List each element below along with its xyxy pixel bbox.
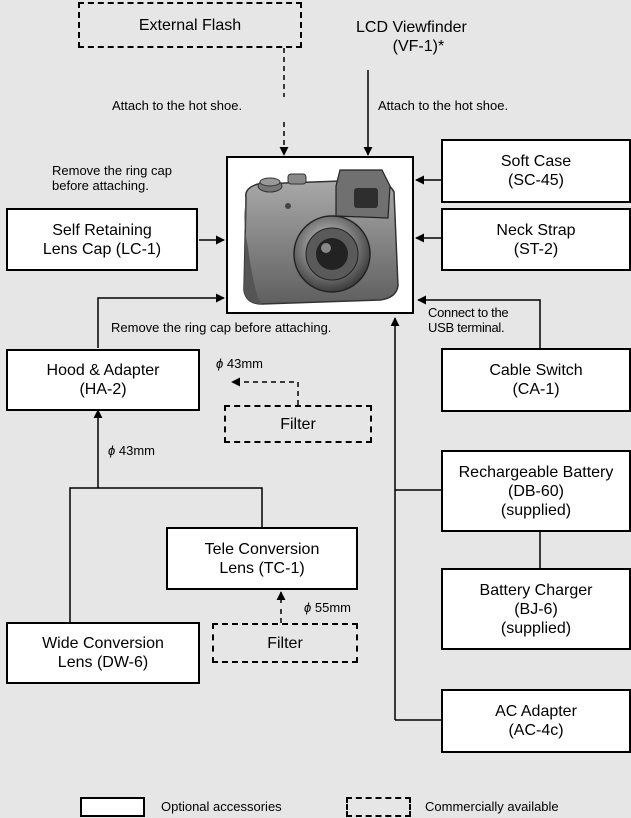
soft-case-box: Soft Case (SC-45): [441, 139, 631, 203]
cable-switch-box: Cable Switch (CA-1): [441, 348, 631, 412]
self-retaining-lens-cap-box: Self Retaining Lens Cap (LC-1): [6, 208, 198, 271]
external-flash-label: External Flash: [139, 16, 241, 35]
ac-adapter-box: AC Adapter (AC-4c): [441, 689, 631, 753]
diameter-note-filter: ϕ 43mm: [216, 356, 263, 371]
filter-box-2: Filter: [212, 623, 358, 663]
filter-box: Filter: [224, 405, 372, 443]
usb-terminal-note: Connect to the USB terminal.: [428, 305, 508, 335]
tele-conversion-box: Tele Conversion Lens (TC-1): [166, 527, 358, 590]
diameter-note-hood: ϕ 43mm: [108, 443, 155, 458]
ring-cap-note-top: Remove the ring cap before attaching.: [52, 163, 172, 193]
rechargeable-battery-box: Rechargeable Battery (DB-60) (supplied): [441, 450, 631, 532]
camera-frame: [226, 156, 414, 314]
hood-adapter-box: Hood & Adapter (HA-2): [6, 349, 200, 411]
legend-optional-label: Optional accessories: [161, 799, 282, 814]
hot-shoe-note-right: Attach to the hot shoe.: [378, 98, 508, 113]
neck-strap-box: Neck Strap (ST-2): [441, 208, 631, 271]
diameter-note-tele: ϕ 55mm: [304, 600, 351, 615]
ring-cap-note-bottom: Remove the ring cap before attaching.: [111, 320, 331, 335]
battery-charger-box: Battery Charger (BJ-6) (supplied): [441, 568, 631, 650]
lcd-viewfinder-text: LCD Viewfinder (VF-1)*: [356, 18, 467, 56]
legend-commercial-label: Commercially available: [425, 799, 559, 814]
legend-swatch-commercial: [346, 797, 411, 817]
camera-icon: [228, 158, 412, 312]
legend-swatch-optional: [80, 797, 145, 817]
wide-conversion-box: Wide Conversion Lens (DW-6): [6, 622, 200, 684]
hot-shoe-note-left: Attach to the hot shoe.: [112, 98, 242, 113]
external-flash-box: External Flash: [78, 2, 302, 48]
